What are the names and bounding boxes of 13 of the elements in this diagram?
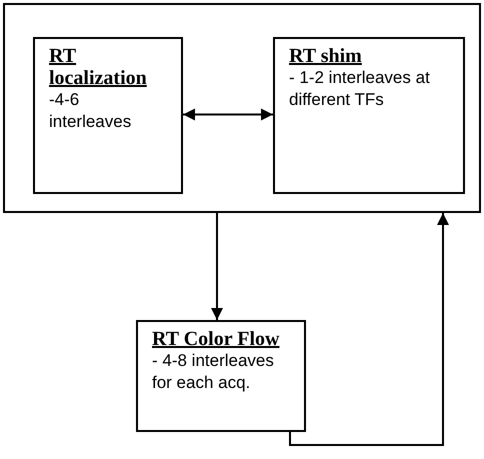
box-text: -4-6 interleaves (49, 89, 132, 133)
arrow (289, 213, 449, 446)
box-heading: RT localization (49, 45, 148, 89)
arrow (183, 108, 273, 120)
process-box (136, 320, 306, 432)
arrow (211, 213, 223, 320)
process-box (33, 37, 183, 194)
box-text: - 1-2 interleaves at different TFs (289, 67, 431, 111)
box-text: - 4-8 interleaves for each acq. (152, 350, 275, 394)
group-box (3, 3, 481, 213)
box-heading: RT Color Flow (152, 328, 280, 350)
box-heading: RT shim (289, 45, 363, 67)
process-box (273, 37, 465, 194)
